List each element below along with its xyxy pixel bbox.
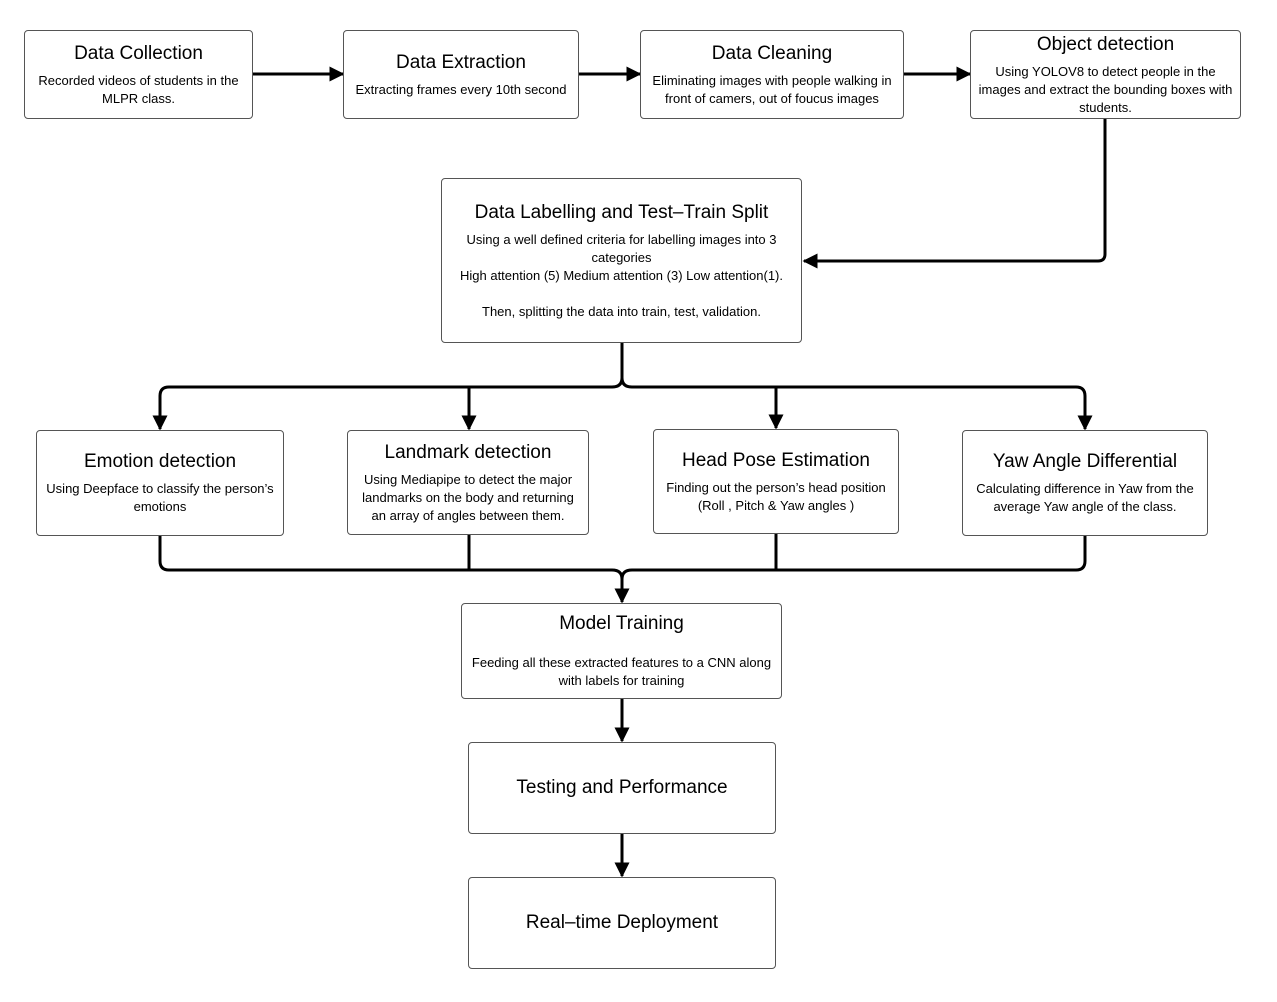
object-detection-box: Object detection Using YOLOV8 to detect … xyxy=(970,30,1241,119)
yaw-differential-box: Yaw Angle Differential Calculating diffe… xyxy=(962,430,1208,536)
arrow-to-emotion xyxy=(152,377,624,431)
arrow-to-headpose xyxy=(620,377,1093,431)
labelling-criteria-text: Using a well defined criteria for labell… xyxy=(466,231,777,265)
landmark-detection-box: Landmark detection Using Mediapipe to de… xyxy=(347,430,589,535)
data-labelling-desc: Using a well defined criteria for labell… xyxy=(450,231,793,321)
data-cleaning-desc: Eliminating images with people walking i… xyxy=(652,72,892,106)
deployment-title: Real–time Deployment xyxy=(525,912,719,933)
emotion-detection-title: Emotion detection xyxy=(83,451,237,472)
data-labelling-box: Data Labelling and Test–Train Split Usin… xyxy=(441,178,802,343)
testing-box: Testing and Performance xyxy=(468,742,776,834)
head-pose-title: Head Pose Estimation xyxy=(682,449,870,471)
landmark-detection-desc: Using Mediapipe to detect the major land… xyxy=(362,471,574,523)
yaw-differential-desc: Calculating difference in Yaw from the a… xyxy=(976,481,1194,514)
data-cleaning-title: Data Cleaning xyxy=(711,42,833,64)
data-cleaning-box: Data Cleaning Eliminating images with pe… xyxy=(640,30,904,119)
data-collection-title: Data Collection xyxy=(74,42,203,64)
labelling-categories-text: High attention (5) Medium attention (3) … xyxy=(459,267,783,283)
testing-title: Testing and Performance xyxy=(516,777,728,798)
merge-yaw xyxy=(620,536,1087,580)
data-extraction-title: Data Extraction xyxy=(396,51,526,73)
arrow-detection-to-labelling xyxy=(802,119,1107,269)
data-collection-desc: Recorded videos of students in the MLPR … xyxy=(38,72,239,106)
emotion-detection-desc: Using Deepface to classify the person’s … xyxy=(46,481,274,514)
head-pose-box: Head Pose Estimation Finding out the per… xyxy=(653,429,899,534)
object-detection-title: Object detection xyxy=(1036,33,1175,55)
emotion-detection-box: Emotion detection Using Deepface to clas… xyxy=(36,430,284,536)
head-pose-desc: Finding out the person’s head position (… xyxy=(666,479,886,513)
deployment-box: Real–time Deployment xyxy=(468,877,776,969)
data-extraction-box: Data Extraction Extracting frames every … xyxy=(343,30,579,119)
model-training-title: Model Training xyxy=(559,613,684,634)
labelling-split-text: Then, splitting the data into train, tes… xyxy=(482,303,761,319)
model-training-desc: Feeding all these extracted features to … xyxy=(471,655,772,688)
data-labelling-title: Data Labelling and Test–Train Split xyxy=(474,201,769,223)
data-collection-box: Data Collection Recorded videos of stude… xyxy=(24,30,253,119)
data-extraction-desc: Extracting frames every 10th second xyxy=(355,81,567,97)
model-training-box: Model Training Feeding all these extract… xyxy=(461,603,782,699)
landmark-detection-title: Landmark detection xyxy=(384,441,552,463)
merge-emotion xyxy=(158,536,624,580)
object-detection-desc: Using YOLOV8 to detect people in the ima… xyxy=(978,63,1233,115)
yaw-differential-title: Yaw Angle Differential xyxy=(992,451,1178,472)
